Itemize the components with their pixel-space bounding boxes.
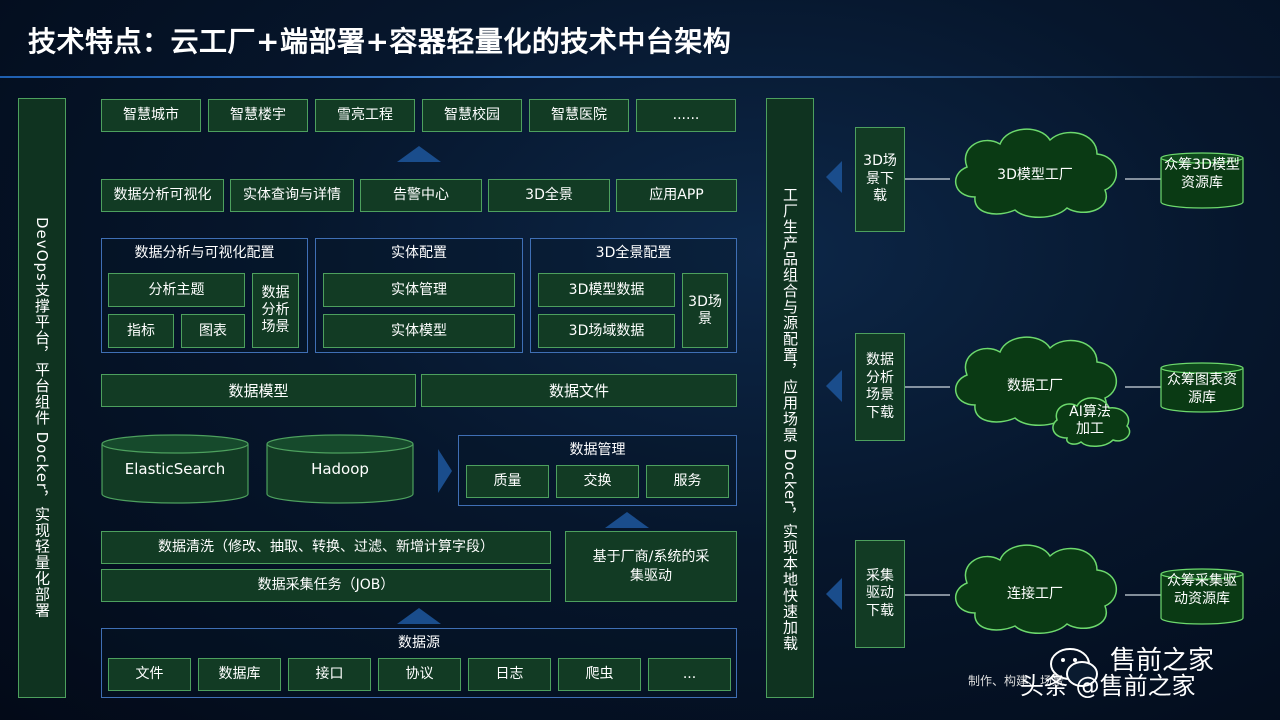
data-service[interactable]: 服务 [646,465,729,498]
app-xueliang[interactable]: 雪亮工程 [315,99,415,132]
elasticsearch-label: ElasticSearch [124,460,226,478]
up-arrow-icon [397,146,441,162]
source-more[interactable]: ... [648,658,731,691]
page-title: 技术特点：云工厂+端部署+容器轻量化的技术中台架构 [28,25,732,58]
3d-model-factory-cloud-icon [954,128,1118,218]
up-arrow-icon [397,608,441,624]
data-factory-label: 数据工厂 [1007,378,1063,394]
app-smart-city[interactable]: 智慧城市 [101,99,201,132]
data-model[interactable]: 数据模型 [101,374,416,407]
hadoop-label: Hadoop [311,460,369,478]
left-arrow-icon [826,578,842,610]
data-file[interactable]: 数据文件 [421,374,737,407]
chart-library[interactable]: 众筹图表资源库 [1167,372,1237,406]
data-factory-cloud-icon [954,336,1131,447]
3d-scene-data[interactable]: 3D场域数据 [538,314,675,348]
left-arrow-icon [826,370,842,402]
database-cylinder-icon [101,434,249,504]
metric[interactable]: 指标 [108,314,174,348]
source-log[interactable]: 日志 [468,658,551,691]
data-collection-job[interactable]: 数据采集任务（JOB） [101,569,551,602]
analysis-config-title: 数据分析与可视化配置 [134,245,275,261]
factory-connectors [905,178,1162,596]
up-arrow-icon [605,512,649,528]
factory-deploy-bar: 工厂生产品组合与源配置，应用场景 Docker，实现本地快速加载 [766,98,814,698]
entity-model[interactable]: 实体模型 [323,314,515,348]
analysis-scene[interactable]: 数据分析场景 [252,273,299,348]
source-crawler[interactable]: 爬虫 [558,658,641,691]
driver-download[interactable]: 采集驱动下载 [855,540,905,648]
3d-model-data[interactable]: 3D模型数据 [538,273,675,307]
chart[interactable]: 图表 [181,314,245,348]
right-arrow-icon [438,449,452,493]
elasticsearch-storage[interactable]: ElasticSearch [101,434,249,504]
3d-model-factory-label: 3D模型工厂 [997,167,1073,183]
watermark-credit: 头条 @售前之家 [1020,672,1196,700]
connection-factory-cloud-icon [954,544,1118,634]
watermark-brand: 售前之家 [1110,646,1215,676]
source-file[interactable]: 文件 [108,658,191,691]
source-interface[interactable]: 接口 [288,658,371,691]
database-cylinder-icon [1160,568,1244,625]
data-management-title: 数据管理 [569,442,626,458]
database-cylinder-icon [1160,362,1244,413]
data-cleaning[interactable]: 数据清洗（修改、抽取、转换、过滤、新增计算字段） [101,531,551,564]
source-protocol[interactable]: 协议 [378,658,461,691]
wechat-icon [1050,648,1098,687]
data-source-title: 数据源 [398,635,440,651]
app-more[interactable]: ...... [636,99,736,132]
entity-management[interactable]: 实体管理 [323,273,515,307]
ai-algorithm-label: AI算法加工 [1069,404,1111,437]
factory-deploy-bar-label: 工厂生产品组合与源配置，应用场景 Docker，实现本地快速加载 [781,187,799,652]
database-cylinder-icon [1160,152,1244,209]
data-quality[interactable]: 质量 [466,465,549,498]
watermark-small-text: 制作、构建、场景 [968,674,1065,688]
title-divider [0,76,1280,78]
data-exchange[interactable]: 交换 [556,465,639,498]
service-alarm-center[interactable]: 告警中心 [360,179,482,212]
analysis-topic[interactable]: 分析主题 [108,273,245,307]
app-smart-hospital[interactable]: 智慧医院 [529,99,629,132]
app-smart-building[interactable]: 智慧楼宇 [208,99,308,132]
entity-config-title: 实体配置 [391,245,447,261]
collection-driver[interactable]: 基于厂商/系统的采集驱动 [565,531,737,602]
devops-bar: DevOps支撑平台，平台组件 Docker，实现轻量化部署 [18,98,66,698]
database-cylinder-icon [266,434,414,504]
service-data-visualization[interactable]: 数据分析可视化 [101,179,224,212]
service-app[interactable]: 应用APP [616,179,737,212]
service-entity-query[interactable]: 实体查询与详情 [230,179,354,212]
3d-model-library[interactable]: 众筹3D模型资源库 [1164,157,1240,191]
source-database[interactable]: 数据库 [198,658,281,691]
3d-scene-download[interactable]: 3D场景下载 [855,127,905,232]
hadoop-storage[interactable]: Hadoop [266,434,414,504]
app-smart-campus[interactable]: 智慧校园 [422,99,522,132]
connection-factory-label: 连接工厂 [1007,586,1063,602]
left-arrow-icon [826,161,842,193]
3d-scene[interactable]: 3D场景 [682,273,728,348]
devops-bar-label: DevOps支撑平台，平台组件 Docker，实现轻量化部署 [33,217,51,619]
driver-library[interactable]: 众筹采集驱动资源库 [1167,573,1237,607]
service-3d-panorama[interactable]: 3D全景 [488,179,610,212]
3d-config-title: 3D全景配置 [595,245,672,261]
analysis-scene-download[interactable]: 数据分析场景下载 [855,333,905,441]
